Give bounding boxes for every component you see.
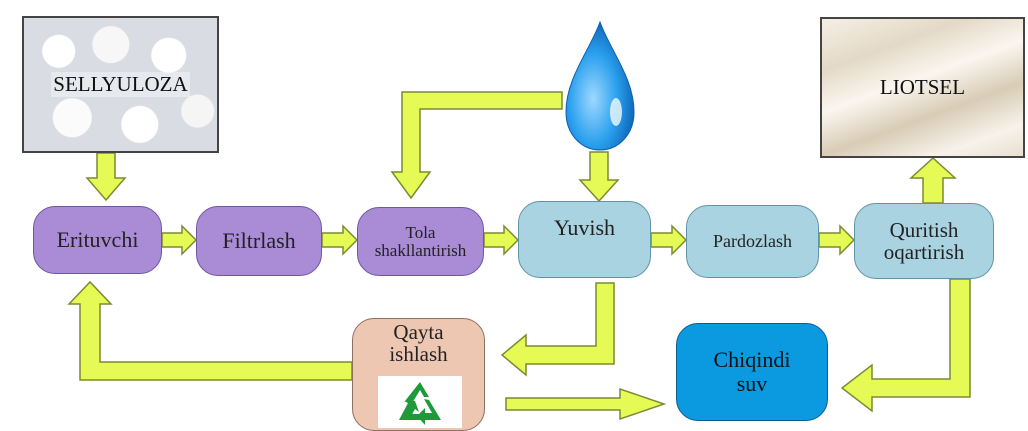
step-pardozlash-label: Pardozlash xyxy=(713,231,792,252)
qayta-label-2: ishlash xyxy=(389,342,448,367)
arrow-sellyuloza-to-erituvchi xyxy=(85,152,127,202)
step-pardozlash: Pardozlash xyxy=(686,205,819,278)
chiqindi-label-1: Chiqindi xyxy=(713,346,791,372)
step-quritish-oqartirish: Quritish oqartirish xyxy=(854,203,994,279)
step-yuvish: Yuvish xyxy=(518,201,651,278)
step-erituvchi: Erituvchi xyxy=(33,206,162,274)
step-filtrlash-label: Filtrlash xyxy=(222,228,296,254)
step-filtrlash: Filtrlash xyxy=(196,206,322,276)
step-quritish-label-2: oqartirish xyxy=(883,240,965,264)
liotsel-label: LIOTSEL xyxy=(879,75,966,99)
arrow-pardozlash-to-quritish xyxy=(818,224,856,256)
arrow-yuvish-to-pardozlash xyxy=(650,224,688,256)
arrow-erituvchi-to-filtrlash xyxy=(161,224,198,256)
chiqindi-label-2: suv xyxy=(736,371,768,396)
chiqindi-suv-box: Chiqindi suv xyxy=(676,323,828,421)
arrow-water-to-tola xyxy=(390,91,563,200)
arrow-quritish-to-chiqindi xyxy=(840,278,971,413)
step-yuvish-label: Yuvish xyxy=(553,215,616,240)
step-tola-shakllantirish: Tola shakllantirish xyxy=(357,207,484,276)
arrow-water-to-yuvish xyxy=(578,151,620,203)
water-drop-icon xyxy=(565,20,635,151)
step-erituvchi-label: Erituvchi xyxy=(56,227,139,253)
qayta-ishlash-box: Qayta ishlash xyxy=(352,318,485,431)
step-tola-label-1: Tola xyxy=(405,222,436,242)
arrow-qayta-to-erituvchi xyxy=(67,280,353,381)
arrow-quritish-to-liotsel xyxy=(909,156,957,204)
sellyuloza-image: SELLYULOZA xyxy=(22,16,219,153)
arrow-yuvish-to-qayta xyxy=(500,282,615,377)
liotsel-image: LIOTSEL xyxy=(820,17,1025,158)
arrow-filtrlash-to-tola xyxy=(321,224,359,256)
recycle-icon-box xyxy=(378,376,462,428)
sellyuloza-label: SELLYULOZA xyxy=(51,72,190,97)
step-tola-label-2: shakllantirish xyxy=(374,240,467,260)
arrow-tola-to-yuvish xyxy=(483,224,520,256)
recycle-icon xyxy=(399,382,441,425)
arrow-qayta-to-chiqindi xyxy=(505,387,667,421)
qayta-label-1: Qayta xyxy=(393,320,444,344)
step-quritish-label-1: Quritish xyxy=(889,217,959,242)
